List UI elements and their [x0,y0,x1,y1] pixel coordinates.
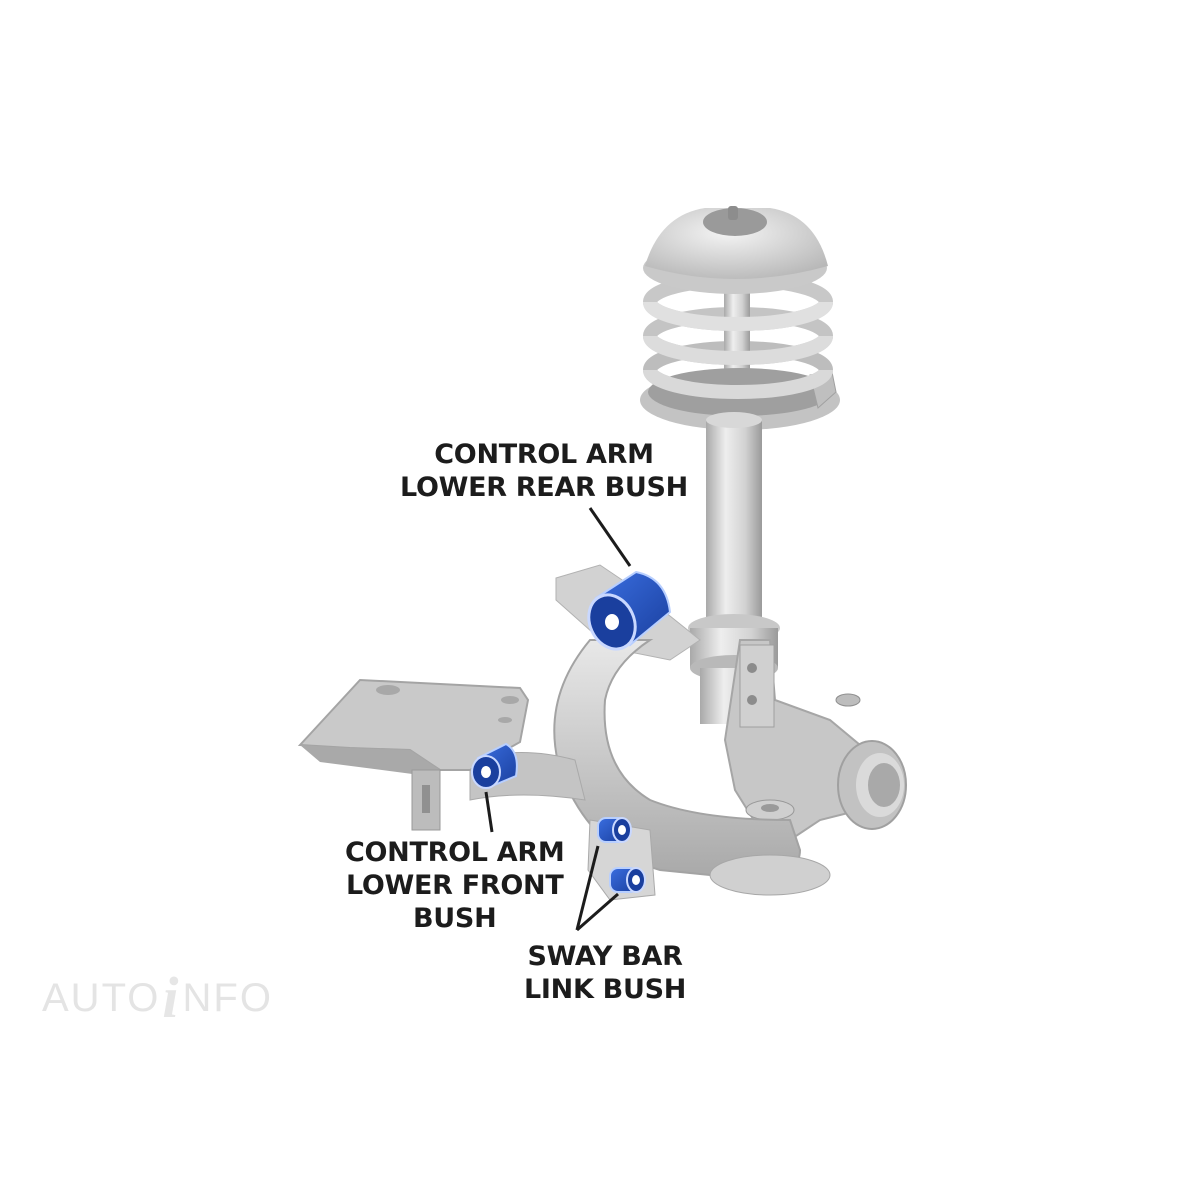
callout-line: BUSH [413,903,497,934]
callout-line: SWAY BAR [527,941,683,972]
callout-sway-bar-link-bush: SWAY BAR LINK BUSH [524,940,686,1006]
callout-line: LOWER FRONT [345,870,564,901]
bush-control-arm-lower-rear [587,570,672,651]
autoinfo-watermark: AUTOiNFO [42,958,273,1030]
hub [837,740,907,830]
callout-line: LINK BUSH [524,974,687,1005]
callout-line: CONTROL ARM [434,439,654,470]
coil-spring [640,206,840,430]
subframe-bracket [297,678,530,831]
steering-knuckle [723,639,907,863]
watermark-right: NFO [182,976,273,1020]
bush-sway-bar-link-lower [609,867,646,893]
callout-control-arm-lower-front-bush: CONTROL ARM LOWER FRONT BUSH [345,836,565,935]
strut [688,412,780,724]
watermark-left: AUTO [42,976,161,1020]
leader-lines [484,507,632,932]
callout-line: CONTROL ARM [345,837,565,868]
callout-line: LOWER REAR BUSH [400,472,688,503]
bush-sway-bar-link-upper [597,817,632,843]
bush-control-arm-lower-front [471,742,518,789]
callout-control-arm-lower-rear-bush: CONTROL ARM LOWER REAR BUSH [400,438,688,504]
info-i-icon: i [162,965,181,1030]
